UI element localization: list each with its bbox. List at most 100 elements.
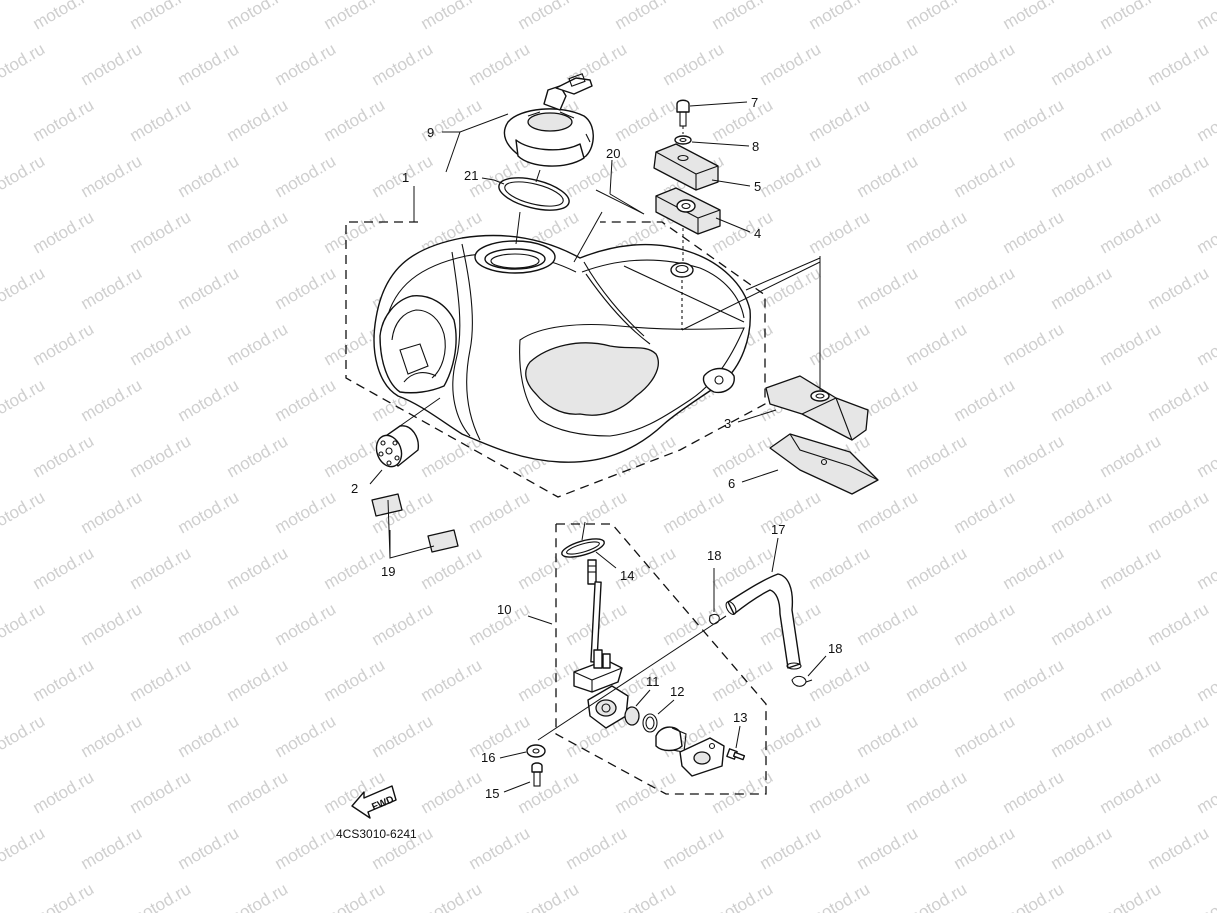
watermark-text: motod.ru (127, 0, 195, 33)
watermark-text: motod.ru (224, 207, 292, 257)
watermark-text: motod.ru (78, 39, 146, 89)
watermark-text: motod.ru (1097, 95, 1165, 145)
watermark-text: motod.ru (854, 823, 922, 873)
watermark-text: motod.ru (224, 879, 292, 913)
watermark-text: motod.ru (903, 431, 971, 481)
watermark-text: motod.ru (466, 711, 534, 761)
watermark-text: motod.ru (660, 599, 728, 649)
fuel-hose-drawing (709, 573, 813, 687)
fuel-tank-drawing (373, 234, 751, 463)
watermark-text: motod.ru (30, 655, 98, 705)
watermark-text: motod.ru (1145, 39, 1213, 89)
watermark-text: motod.ru (1194, 0, 1217, 33)
watermark-text: motod.ru (806, 0, 874, 33)
callout-6: 6 (728, 476, 735, 491)
watermark-text: motod.ru (272, 823, 340, 873)
watermark-text: motod.ru (1000, 431, 1068, 481)
watermark-text: motod.ru (1000, 543, 1068, 593)
callout-16: 16 (481, 750, 495, 765)
watermark-text: motod.ru (1145, 711, 1213, 761)
watermark-text: motod.ru (1000, 879, 1068, 913)
watermark-text: motod.ru (1097, 655, 1165, 705)
callout-12: 12 (670, 684, 684, 699)
watermark-text: motod.ru (1000, 207, 1068, 257)
watermark-text: motod.ru (175, 39, 243, 89)
watermark-text: motod.ru (1097, 0, 1165, 33)
watermark-text: motod.ru (30, 95, 98, 145)
watermark-text: motod.ru (272, 487, 340, 537)
watermark-text: motod.ru (78, 375, 146, 425)
watermark-text: motod.ru (1194, 879, 1217, 913)
watermark-text: motod.ru (30, 207, 98, 257)
callout-3: 3 (724, 416, 731, 431)
watermark-text: motod.ru (951, 487, 1019, 537)
watermark-text: motod.ru (1000, 767, 1068, 817)
watermark-text: motod.ru (1048, 151, 1116, 201)
watermark-text: motod.ru (78, 151, 146, 201)
watermark-text: motod.ru (1194, 431, 1217, 481)
watermark-text: motod.ru (660, 39, 728, 89)
watermark-text: motod.ru (757, 487, 825, 537)
watermark-text: motod.ru (515, 767, 583, 817)
watermark-text: motod.ru (30, 431, 98, 481)
watermark-text: motod.ru (175, 375, 243, 425)
callout-15: 15 (485, 786, 499, 801)
watermark-text: motod.ru (1097, 431, 1165, 481)
watermark-text: motod.ru (806, 319, 874, 369)
watermark-text: motod.ru (951, 823, 1019, 873)
watermark-text: motod.ru (175, 263, 243, 313)
watermark-text: motod.ru (175, 711, 243, 761)
watermark-text: motod.ru (951, 599, 1019, 649)
callout-20: 20 (606, 146, 620, 161)
watermark-text: motod.ru (175, 599, 243, 649)
watermark-text: motod.ru (224, 319, 292, 369)
watermark-text: motod.ru (0, 823, 48, 873)
watermark-text: motod.ru (515, 655, 583, 705)
watermark-text: motod.ru (30, 767, 98, 817)
watermark-text: motod.ru (224, 431, 292, 481)
callout-8: 8 (752, 139, 759, 154)
watermark-text: motod.ru (78, 823, 146, 873)
callout-labels: 1 2 3 4 5 6 7 8 9 10 11 12 13 14 15 16 1… (351, 95, 842, 801)
watermark-text: motod.ru (806, 543, 874, 593)
watermark-text: motod.ru (1048, 711, 1116, 761)
watermark-text: motod.ru (1000, 0, 1068, 33)
watermark-text: motod.ru (806, 655, 874, 705)
watermark-text: motod.ru (78, 263, 146, 313)
callout-10: 10 (497, 602, 511, 617)
watermark-text: motod.ru (1194, 319, 1217, 369)
callout-21: 21 (464, 168, 478, 183)
watermark-text: motod.ru (272, 263, 340, 313)
watermark-text: motod.ru (466, 823, 534, 873)
watermark-text: motod.ru (1048, 39, 1116, 89)
watermark-text: motod.ru (951, 151, 1019, 201)
watermark-text: motod.ru (1000, 655, 1068, 705)
callout-11: 11 (646, 674, 660, 689)
watermark-text: motod.ru (903, 655, 971, 705)
watermark-text: motod.ru (1097, 207, 1165, 257)
watermark-text: motod.ru (709, 655, 777, 705)
callout-5: 5 (754, 179, 761, 194)
watermark-text: motod.ru (1048, 263, 1116, 313)
watermark-text: motod.ru (1194, 767, 1217, 817)
watermark-text: motod.ru (612, 95, 680, 145)
watermark-text: motod.ru (1145, 151, 1213, 201)
watermark-text: motod.ru (224, 0, 292, 33)
fuel-cock-drawing (526, 521, 746, 787)
watermark-text: motod.ru (1097, 543, 1165, 593)
callout-18-upper: 18 (707, 548, 721, 563)
watermark-text: motod.ru (272, 151, 340, 201)
tank-assembly-dashed-box (345, 221, 766, 498)
watermark-text: motod.ru (78, 711, 146, 761)
watermark-text: motod.ru (78, 487, 146, 537)
watermark-text: motod.ru (418, 0, 486, 33)
watermark-text: motod.ru (951, 39, 1019, 89)
watermark-text: motod.ru (127, 431, 195, 481)
watermark-text: motod.ru (1097, 319, 1165, 369)
watermark-text: motod.ru (806, 95, 874, 145)
watermark-text: motod.ru (1048, 487, 1116, 537)
watermark-text: motod.ru (903, 543, 971, 593)
watermark-text: motod.ru (30, 0, 98, 33)
watermark-text: motod.ru (757, 39, 825, 89)
